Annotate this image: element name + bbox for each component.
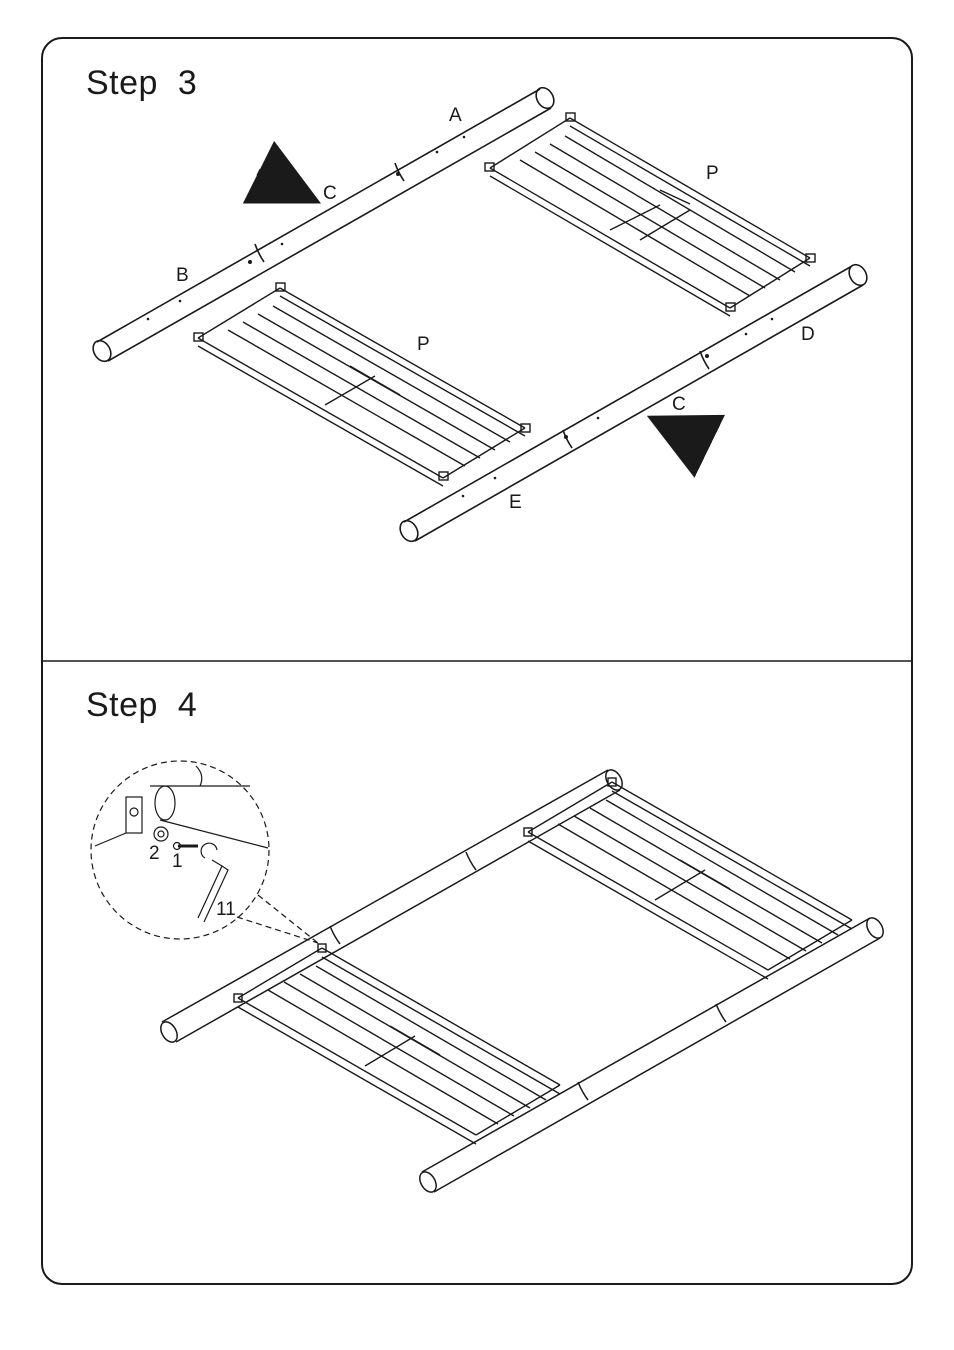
callout-wrench: 11: [216, 900, 236, 919]
label-part-a: A: [449, 106, 462, 125]
label-part-e: E: [509, 493, 522, 512]
tube-a-c-b-holes: [147, 136, 466, 321]
arrow-icon: [258, 172, 296, 191]
label-part-c-bottom: C: [672, 395, 686, 414]
label-part-b: B: [176, 266, 189, 285]
detail-callout: [91, 761, 318, 943]
assembled-ladder-lower: [234, 944, 560, 1144]
tube-d-c-e-holes: [462, 318, 774, 498]
assembled-right-rail: [416, 915, 886, 1195]
step-4-title: Step 4: [86, 686, 197, 725]
label-part-p-upper: P: [706, 164, 719, 183]
arrow-icon: [672, 428, 705, 444]
callout-bolt: 1: [172, 852, 183, 871]
label-part-p-lower: P: [417, 335, 430, 354]
assembled-ladder-upper: [524, 778, 852, 979]
step-3-title: Step 3: [86, 64, 197, 103]
tube-a-c-b: [90, 84, 558, 364]
ladder-p-upper: [485, 113, 815, 316]
callout-washer: 2: [149, 844, 160, 863]
label-part-c-top: C: [323, 184, 337, 203]
ladder-p-lower: [194, 283, 530, 486]
label-part-d: D: [801, 325, 815, 344]
